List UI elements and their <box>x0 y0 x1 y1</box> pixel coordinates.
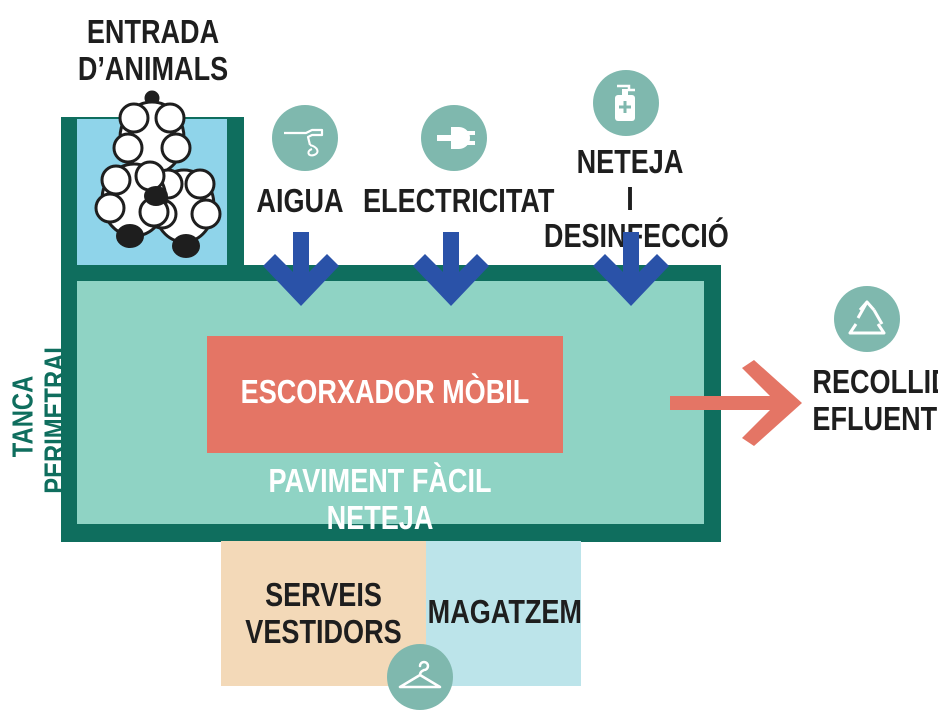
electricity-arrow <box>413 232 489 306</box>
effluents-arrow <box>670 360 802 446</box>
floor-label: PAVIMENT FÀCIL NETEJA <box>268 462 492 536</box>
cleaning-arrow <box>593 232 669 306</box>
fence-label-wrap: TANCA PERIMETRAL <box>8 288 72 514</box>
water-arrow <box>263 232 339 306</box>
recycle-icon <box>834 286 900 352</box>
water-label: AIGUA <box>256 182 344 219</box>
fence-label: TANCA PERIMETRAL <box>7 339 72 494</box>
plug-icon <box>421 105 487 171</box>
storage-label: MAGATZEM <box>427 593 582 630</box>
pressure-washer-icon <box>272 105 338 171</box>
sanitizer-bottle-icon <box>593 70 659 136</box>
mobile-slaughterhouse-box <box>207 336 563 453</box>
animal-entry-label: ENTRADA D’ANIMALS <box>77 13 229 87</box>
slaughterhouse-label: ESCORXADOR MÒBIL <box>240 373 530 410</box>
services-label: SERVEIS VESTIDORS <box>245 576 402 650</box>
electricity-label: ELECTRICITAT <box>363 182 555 219</box>
sheep-icon <box>94 90 222 258</box>
hanger-icon <box>387 644 453 710</box>
storage-room <box>426 541 581 686</box>
effluents-label: RECOLLIDA EFLUENTS <box>812 363 938 437</box>
